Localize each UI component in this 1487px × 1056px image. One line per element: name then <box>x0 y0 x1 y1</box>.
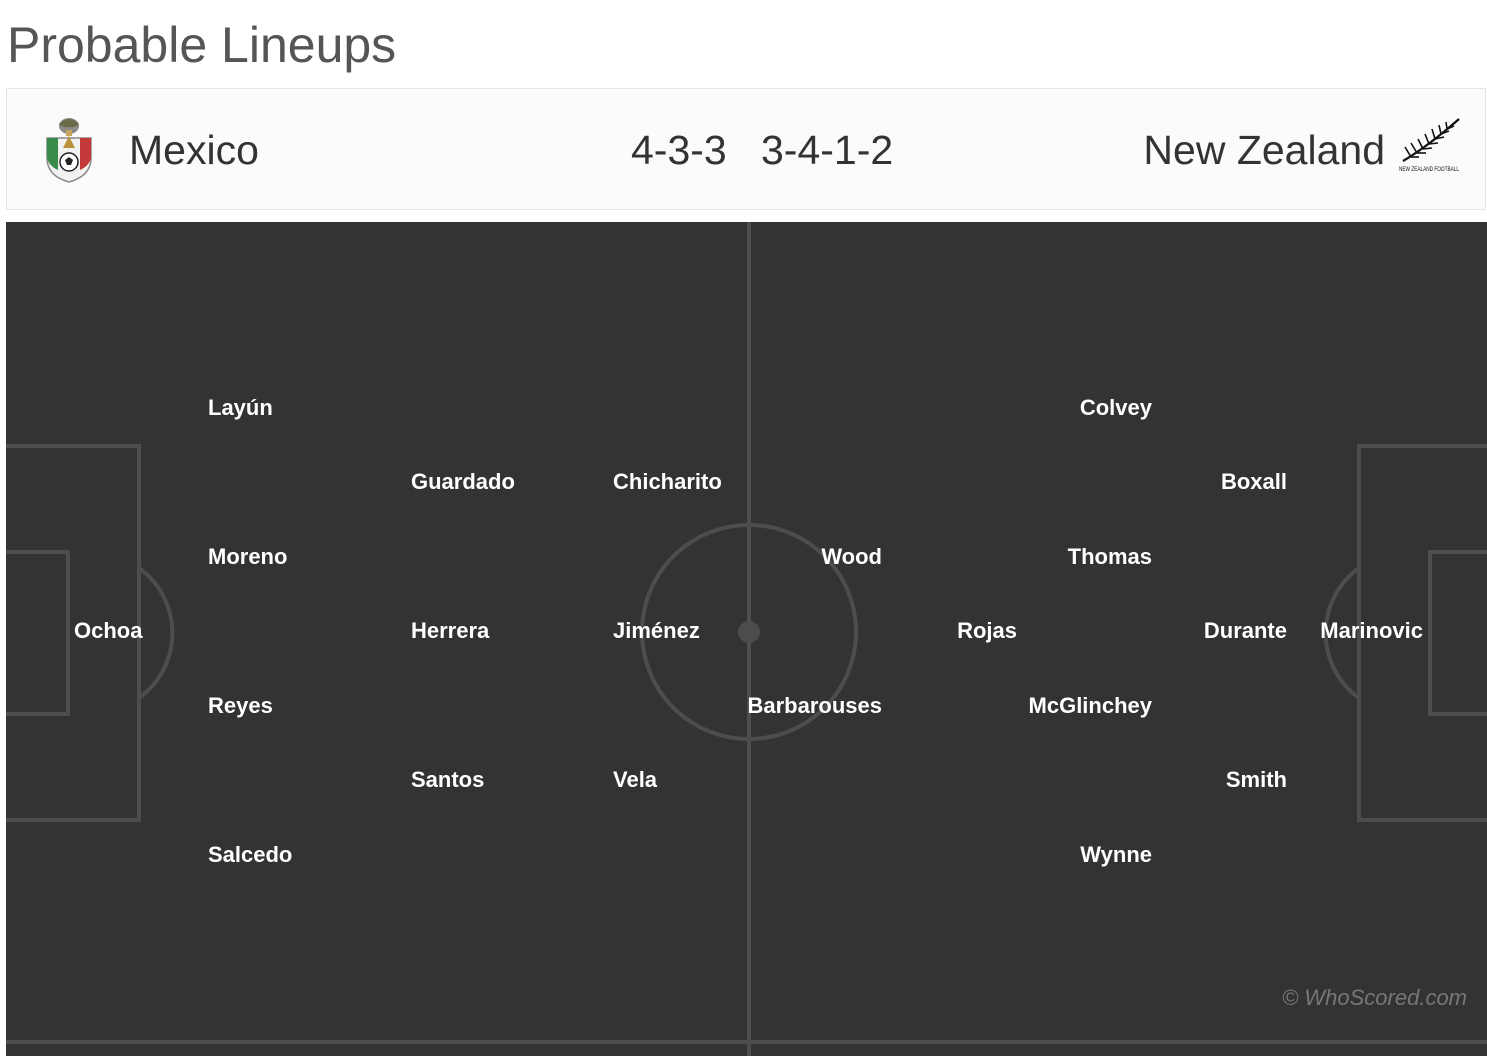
home-team-name[interactable]: Mexico <box>129 127 259 173</box>
player-herrera[interactable]: Herrera <box>411 618 490 643</box>
player-guardado[interactable]: Guardado <box>411 469 515 494</box>
player-boxall[interactable]: Boxall <box>1220 469 1287 494</box>
pitch-lines <box>6 222 1487 1056</box>
away-formation: 3-4-1-2 <box>761 127 894 173</box>
player-wood[interactable]: Wood <box>821 544 882 569</box>
player-jimenez[interactable]: Jiménez <box>613 618 700 643</box>
away-team-name[interactable]: New Zealand <box>1143 127 1385 173</box>
player-layun[interactable]: Layún <box>208 395 273 420</box>
player-wynne[interactable]: Wynne <box>1080 842 1152 867</box>
centre-spot <box>738 621 760 643</box>
player-durante[interactable]: Durante <box>1203 618 1287 643</box>
player-thomas[interactable]: Thomas <box>1067 544 1152 569</box>
crest-text: NEW ZEALAND FOOTBALL <box>1399 167 1460 173</box>
player-colvey[interactable]: Colvey <box>1079 395 1152 420</box>
page-title: Probable Lineups <box>7 17 397 73</box>
player-salcedo[interactable]: Salcedo <box>208 842 293 867</box>
player-mcglinchey[interactable]: McGlinchey <box>1028 693 1152 718</box>
team-header-bar: Mexico 4-3-3 3-4-1-2 New Zealand NEW ZEA… <box>6 88 1486 210</box>
player-barbarouses[interactable]: Barbarouses <box>747 693 882 718</box>
pitch: Ochoa Layún Moreno Reyes Salcedo Guardad… <box>6 222 1487 1056</box>
player-marinovic[interactable]: Marinovic <box>1320 618 1423 643</box>
player-chicharito[interactable]: Chicharito <box>613 469 722 494</box>
player-ochoa[interactable]: Ochoa <box>74 618 143 643</box>
player-rojas[interactable]: Rojas <box>957 618 1017 643</box>
home-formation: 4-3-3 <box>631 127 727 173</box>
player-reyes[interactable]: Reyes <box>208 693 273 718</box>
mexico-crest-icon <box>46 118 92 183</box>
player-santos[interactable]: Santos <box>411 767 485 792</box>
player-moreno[interactable]: Moreno <box>208 544 288 569</box>
player-smith[interactable]: Smith <box>1225 767 1287 792</box>
watermark: © WhoScored.com <box>1282 985 1467 1010</box>
fern-crest-icon: NEW ZEALAND FOOTBALL <box>1399 118 1460 173</box>
player-vela[interactable]: Vela <box>613 767 658 792</box>
